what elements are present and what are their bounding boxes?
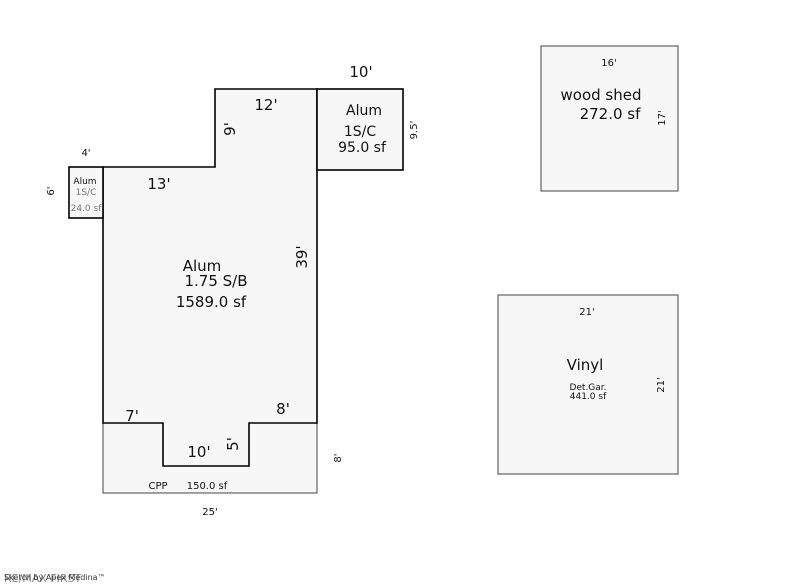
wood-shed-area-label: 272.0 sf [580,105,642,123]
brokerage-watermark: RE/MAX FIRST [4,572,82,585]
small-addition-top-dimension: 4' [81,148,90,159]
main-area-label: 1589.0 sf [176,293,247,311]
notch-bottom-dimension: 10' [187,443,210,461]
garage-material-label: Vinyl [567,356,604,374]
main-right-dimension: 39' [293,245,311,268]
porch-bottom-dimension: 25' [202,507,217,518]
wood-shed-right-dimension: 17' [657,110,668,125]
garage-right-dimension: 21' [656,377,667,392]
main-step-horizontal-dimension: 13' [147,175,170,193]
garage-area-label: 441.0 sf [570,392,607,402]
upper-addition-area-label: 95.0 sf [338,140,387,156]
upper-addition-outline [316,88,404,171]
wood-shed-label: wood shed [561,86,642,104]
small-addition-style-label: 1S/C [76,188,97,198]
small-addition-outline [68,166,104,219]
porch-area-label: 150.0 sf [187,481,228,492]
notch-depth-dimension: 5' [224,437,242,451]
porch-right-dimension: 8' [333,453,344,462]
garage-outline [497,294,679,475]
main-style-label: 1.75 S/B [184,272,247,290]
main-step-vertical-dimension: 9' [221,122,239,136]
garage-style-label: Det.Gar. [569,383,606,393]
upper-addition-material-label: Alum [346,103,382,119]
sketch-credit: Sketch by Apex Medina™ [4,573,106,582]
notch-right-dimension: 8' [276,400,290,418]
small-addition-left-dimension: 6' [46,186,57,195]
porch-label: CPP [148,481,167,492]
main-house-outline [102,88,318,467]
small-addition-material-label: Alum [73,177,96,187]
upper-addition-style-label: 1S/C [344,124,377,140]
notch-left-dimension: 7' [125,407,139,425]
upper-addition-top-dimension: 10' [349,63,372,81]
upper-addition-right-dimension: 9.5' [409,121,420,140]
small-addition-area-label: 24.0 sf [71,204,103,214]
garage-top-dimension: 21' [579,307,594,318]
main-material-label: Alum [183,257,222,275]
wood-shed-top-dimension: 16' [601,58,616,69]
wood-shed-outline [540,45,679,192]
main-top-dimension: 12' [254,96,277,114]
